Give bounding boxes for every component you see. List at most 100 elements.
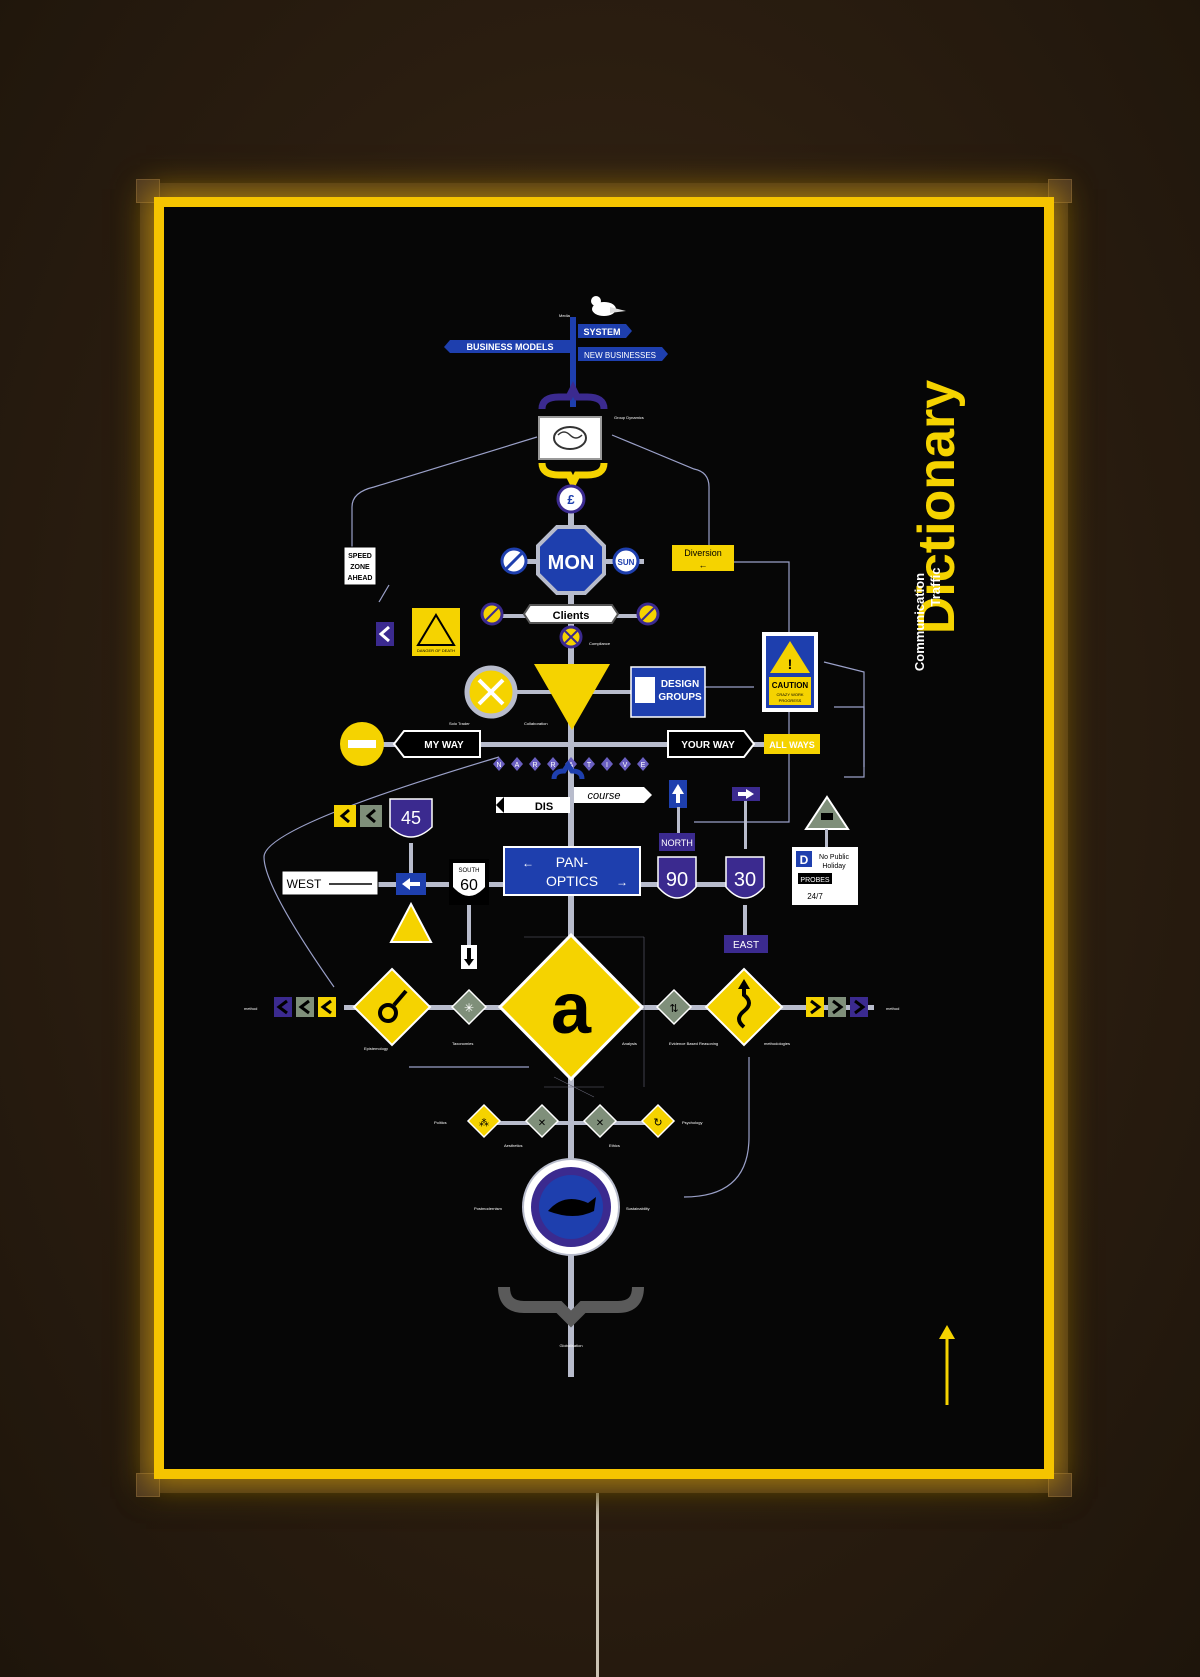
brace-bottom <box>498 1286 644 1328</box>
label-media: Media <box>559 313 571 318</box>
brace-yellow <box>538 462 608 491</box>
label-postmodernism: Postmodernism <box>474 1206 502 1211</box>
two-way-arrow-icon: ⇅ <box>669 1003 678 1015</box>
sign-course <box>574 787 652 803</box>
sign-clients[interactable] <box>522 604 620 624</box>
design-groups-icon <box>635 677 655 703</box>
chevron-stroke <box>810 999 822 1015</box>
label-evidence: Evidence Based Reasoning <box>669 1041 718 1046</box>
label-compliance: Compliance <box>589 641 611 646</box>
label-sustainability: Sustainability <box>626 1206 650 1211</box>
narrative-letter: E <box>641 762 646 769</box>
narrative-diamond <box>529 757 541 771</box>
sign-east <box>724 935 768 953</box>
sign-diversion[interactable] <box>672 545 734 571</box>
sign-route-30 <box>725 856 765 899</box>
sign-probes-label: PROBES <box>800 877 830 884</box>
sign-speed-zone-line-1: SPEED <box>348 553 372 560</box>
label-group-dynamics: Group Dynamics <box>614 415 644 420</box>
sign-route-90-label: 90 <box>666 869 688 891</box>
sign-north-label: NORTH <box>661 838 693 848</box>
narrative-diamond <box>493 757 505 771</box>
sign-design-groups-line-2: GROUPS <box>658 692 702 703</box>
power-cord <box>596 1490 599 1677</box>
chevron-stroke <box>276 999 288 1015</box>
narrative-letter: R <box>550 762 555 769</box>
sign-course-label: course <box>587 790 620 802</box>
sign-your-way[interactable] <box>667 730 756 758</box>
sign-diversion-label: Diversion <box>684 548 722 558</box>
sign-pan-optics-line-1: PAN- <box>556 854 589 870</box>
poster-title: Dictionary <box>908 380 966 634</box>
construction-lines <box>524 936 645 1098</box>
sign-d-label: D <box>800 853 809 867</box>
label-politics: Politics <box>434 1120 447 1125</box>
sign-east-label: EAST <box>733 940 759 951</box>
sign-your-way-label: YOUR WAY <box>681 740 735 751</box>
narrative-letter: R <box>532 762 537 769</box>
poster-subtitle-2: Traffic <box>928 567 943 606</box>
brain-icon <box>553 426 587 450</box>
label-globalisation: Globalisation <box>559 1343 582 1348</box>
snowflake-icon: ✳ <box>464 1001 474 1015</box>
label-analysis: Analysis <box>622 1041 637 1046</box>
sign-pan-optics-line-2: OPTICS <box>546 873 598 889</box>
chevron-left-icon <box>334 805 356 827</box>
narrative-letter: T <box>587 762 592 769</box>
winding-road-icon <box>737 987 751 1029</box>
chevron-row-right <box>806 997 868 1017</box>
sign-business-models[interactable] <box>444 340 574 353</box>
sign-methodologies <box>704 967 784 1047</box>
sign-new-businesses[interactable] <box>578 347 668 361</box>
chevron-row-left <box>274 997 336 1017</box>
sign-no-public-line-1: No Public <box>819 854 849 861</box>
narrative-diamond <box>547 757 559 771</box>
chevron-left-icon <box>376 622 394 646</box>
sign-north <box>659 833 695 851</box>
brace-narrative <box>551 760 585 780</box>
sign-pound <box>556 484 586 514</box>
sign-design-groups-line-1: DESIGN <box>661 679 699 690</box>
sign-south-label: SOUTH <box>459 868 480 874</box>
poster-subtitle-1: Communication <box>912 573 927 671</box>
label-solo-trader: Solo Trader <box>449 721 470 726</box>
label-ethics: Ethics <box>609 1143 620 1148</box>
label-taxonomies: Taxonomies <box>452 1041 473 1046</box>
brace-top <box>538 381 608 410</box>
sign-route-45-label: 45 <box>401 808 421 828</box>
sign-caution-sub-1: CRAZY WORK <box>776 692 803 697</box>
sign-route-60-label: 60 <box>460 877 478 894</box>
sign-my-way[interactable] <box>392 730 481 758</box>
sign-sun <box>612 547 640 575</box>
label-epistemology: Epistemology <box>364 1046 388 1051</box>
label-method-left: method <box>244 1006 257 1011</box>
sign-business-models-label: BUSINESS MODELS <box>466 342 553 352</box>
narrative-diamond <box>583 757 595 771</box>
sign-west <box>281 870 379 896</box>
narrative-letter: A <box>515 762 520 769</box>
right-arrow-icon: → <box>616 875 628 889</box>
chevron-left-icon <box>360 805 382 827</box>
figure-icon: ✕ <box>538 1118 546 1129</box>
sign-pan-optics[interactable] <box>503 846 641 896</box>
up-arrow-icon <box>939 1325 955 1405</box>
sign-yield <box>534 664 610 730</box>
sign-clients-label: Clients <box>553 610 590 622</box>
chevron-stroke <box>854 999 866 1015</box>
sign-system-label: SYSTEM <box>583 327 620 337</box>
sign-all-ways[interactable] <box>764 734 820 754</box>
chevron-stroke <box>298 999 310 1015</box>
sign-warning-triangle <box>389 901 433 943</box>
sign-ethics <box>582 1103 618 1139</box>
label-aesthetics: Aesthetics <box>504 1143 522 1148</box>
sign-system[interactable] <box>578 324 632 338</box>
poster-diagram: Dictionary Communication Traffic Media S… <box>244 296 966 1405</box>
left-arrow-icon: ← <box>522 856 534 870</box>
sign-west-label: WEST <box>287 877 322 891</box>
label-method-right: method <box>886 1006 899 1011</box>
sign-big-a <box>497 932 645 1082</box>
left-arrow-icon: ← <box>699 560 708 570</box>
sign-caution-label: CAUTION <box>772 681 809 690</box>
sign-mon[interactable] <box>536 525 606 595</box>
sign-no-public-line-2: Holiday <box>822 863 846 870</box>
